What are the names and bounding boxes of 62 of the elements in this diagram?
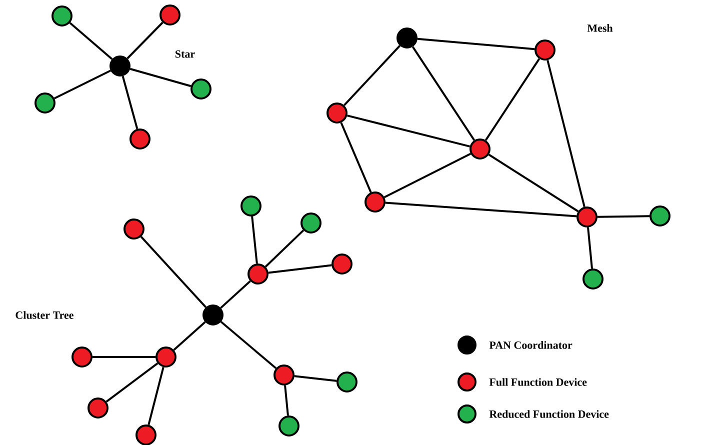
device-node — [124, 218, 144, 240]
device-node — [202, 304, 224, 326]
link-line — [340, 122, 372, 193]
device-node — [364, 192, 386, 212]
link-line — [173, 321, 206, 351]
link-line — [546, 60, 586, 208]
device-node — [274, 364, 294, 386]
device-node — [470, 138, 490, 160]
device-node — [576, 206, 598, 228]
link-line — [126, 22, 164, 60]
device-node — [396, 28, 418, 48]
link-line — [417, 38, 535, 50]
device-node — [52, 6, 72, 26]
link-line — [264, 230, 304, 268]
link-line — [148, 366, 164, 426]
link-line — [384, 152, 472, 198]
link-line — [54, 70, 112, 100]
device-node — [190, 78, 212, 100]
device-node — [72, 346, 92, 368]
device-node — [582, 268, 604, 290]
device-node — [130, 128, 150, 150]
link-line — [343, 45, 401, 106]
device-node — [240, 196, 262, 216]
device-node — [336, 372, 358, 392]
link-line — [220, 280, 251, 309]
device-node — [248, 264, 268, 284]
link-line — [122, 76, 138, 130]
device-node — [650, 206, 670, 226]
link-line — [106, 362, 158, 402]
link-line — [268, 264, 332, 274]
device-node — [110, 56, 130, 76]
link-line — [140, 236, 207, 308]
link-line — [488, 154, 579, 212]
link-line — [587, 227, 593, 269]
device-node — [88, 398, 108, 418]
topology-label: Cluster Tree — [16, 311, 74, 319]
link-line — [385, 202, 577, 218]
topology-label: Star — [176, 50, 195, 58]
device-node — [534, 40, 556, 60]
link-line — [130, 68, 192, 88]
device-node — [156, 346, 176, 368]
link-line — [346, 114, 470, 148]
legend-text: Full Function Device — [489, 378, 587, 386]
legend-text: PAN Coordinator — [489, 341, 572, 349]
link-line — [597, 215, 650, 218]
device-node — [332, 254, 352, 274]
link-line — [69, 22, 113, 60]
device-node — [160, 4, 180, 26]
link-line — [92, 356, 156, 358]
link-line — [284, 385, 289, 416]
link-line — [220, 321, 277, 369]
link-line — [412, 46, 476, 141]
legend-text: Reduced Function Device — [489, 410, 609, 418]
topology-label: Mesh — [587, 24, 613, 32]
link-line — [251, 216, 258, 264]
device-node — [136, 424, 156, 445]
device-node — [326, 102, 348, 124]
link-line — [484, 58, 540, 141]
device-node — [34, 92, 56, 114]
link-line — [294, 375, 337, 382]
device-node — [300, 212, 322, 234]
device-node — [278, 416, 300, 436]
